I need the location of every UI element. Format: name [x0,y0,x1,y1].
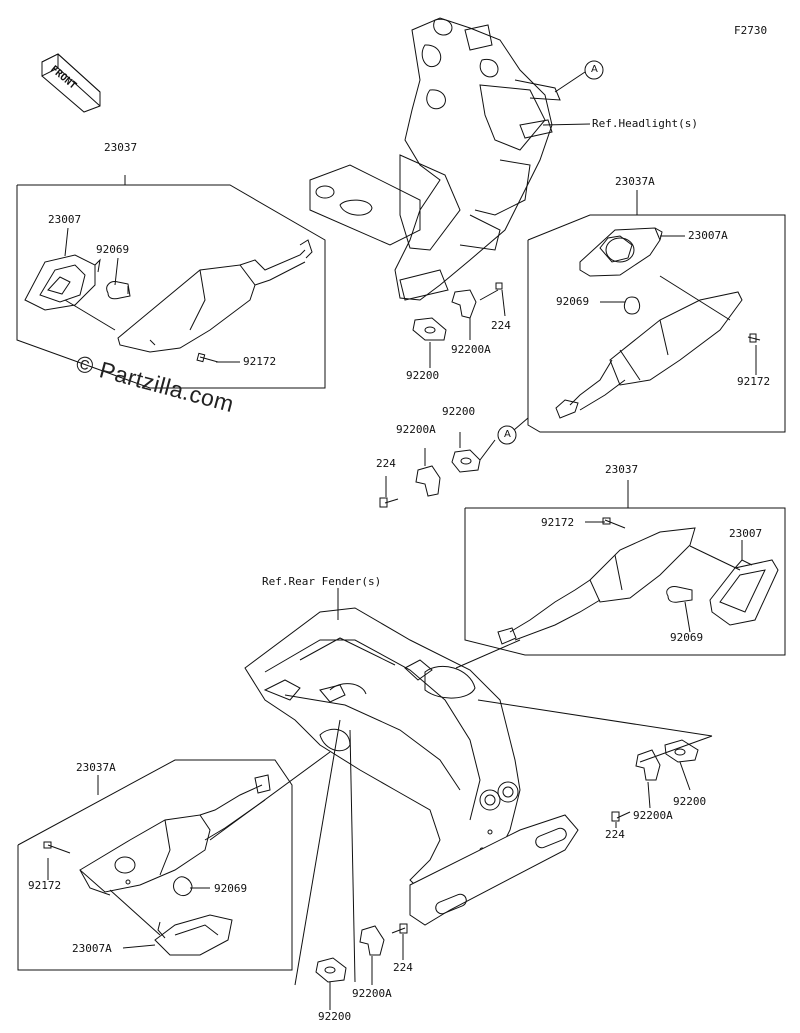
part-92200a-rear-right: 92200A [633,809,673,822]
part-224-front-upper: 224 [491,319,511,332]
part-92200-rear-left: 92200 [318,1010,352,1023]
part-92172-rear-right: 92172 [541,516,575,529]
part-23037a-front-right: 23037A [615,175,655,188]
rear-left-signal-box [17,759,293,971]
figure-code: F2730 [734,24,768,37]
part-92172-rear-left: 92172 [28,879,62,892]
part-23037a-rear-left: 23037A [76,761,116,774]
part-92069-front-right: 92069 [556,295,590,308]
front-right-signal-box [527,190,786,433]
part-92200-front-lower: 92200 [442,405,476,418]
front-mount-upper [412,282,506,368]
part-92200a-front-lower: 92200A [396,423,436,436]
rear-fender [244,588,579,926]
front-mount-lower [379,417,529,508]
part-92069-rear-right: 92069 [670,631,704,644]
headlight-bracket [309,17,561,301]
rear-right-signal-box [464,480,786,656]
rear-mount-right [611,739,699,828]
part-92200a-front-upper: 92200A [451,343,491,356]
part-92069-front-left: 92069 [96,243,130,256]
part-92172-front-left: 92172 [243,355,277,368]
ref-rear-fender-label: Ref.Rear Fender(s) [262,575,382,588]
rear-mount-left [315,923,408,1010]
part-23007-front-left: 23007 [48,213,82,226]
part-23007a-rear-left: 23007A [72,942,112,955]
part-23037-front-left: 23037 [104,141,138,154]
part-92200-front-upper: 92200 [406,369,440,382]
callout-a-circle-top [584,60,604,80]
part-224-rear-left: 224 [393,961,413,974]
front-label-svg: FRONT [48,64,78,92]
callout-a-lower-letter: A [504,429,511,440]
part-92200a-rear-left: 92200A [352,987,392,1000]
ref-headlight-label: Ref.Headlight(s) [592,117,698,130]
front-label: FRONT [48,64,78,92]
part-224-front-lower: 224 [376,457,396,470]
callout-a-circle-lower [497,425,517,445]
part-92069-rear-left: 92069 [214,882,248,895]
callout-a-top-letter: A [591,64,598,75]
part-92172-front-right: 92172 [737,375,771,388]
front-arrow-icon [41,53,101,113]
part-23007-rear-right: 23007 [729,527,763,540]
part-23007a-front-right: 23007A [688,229,728,242]
part-23037-rear-right: 23037 [605,463,639,476]
front-left-signal-box [16,175,326,389]
part-92200-rear-right: 92200 [673,795,707,808]
part-224-rear-right: 224 [605,828,625,841]
